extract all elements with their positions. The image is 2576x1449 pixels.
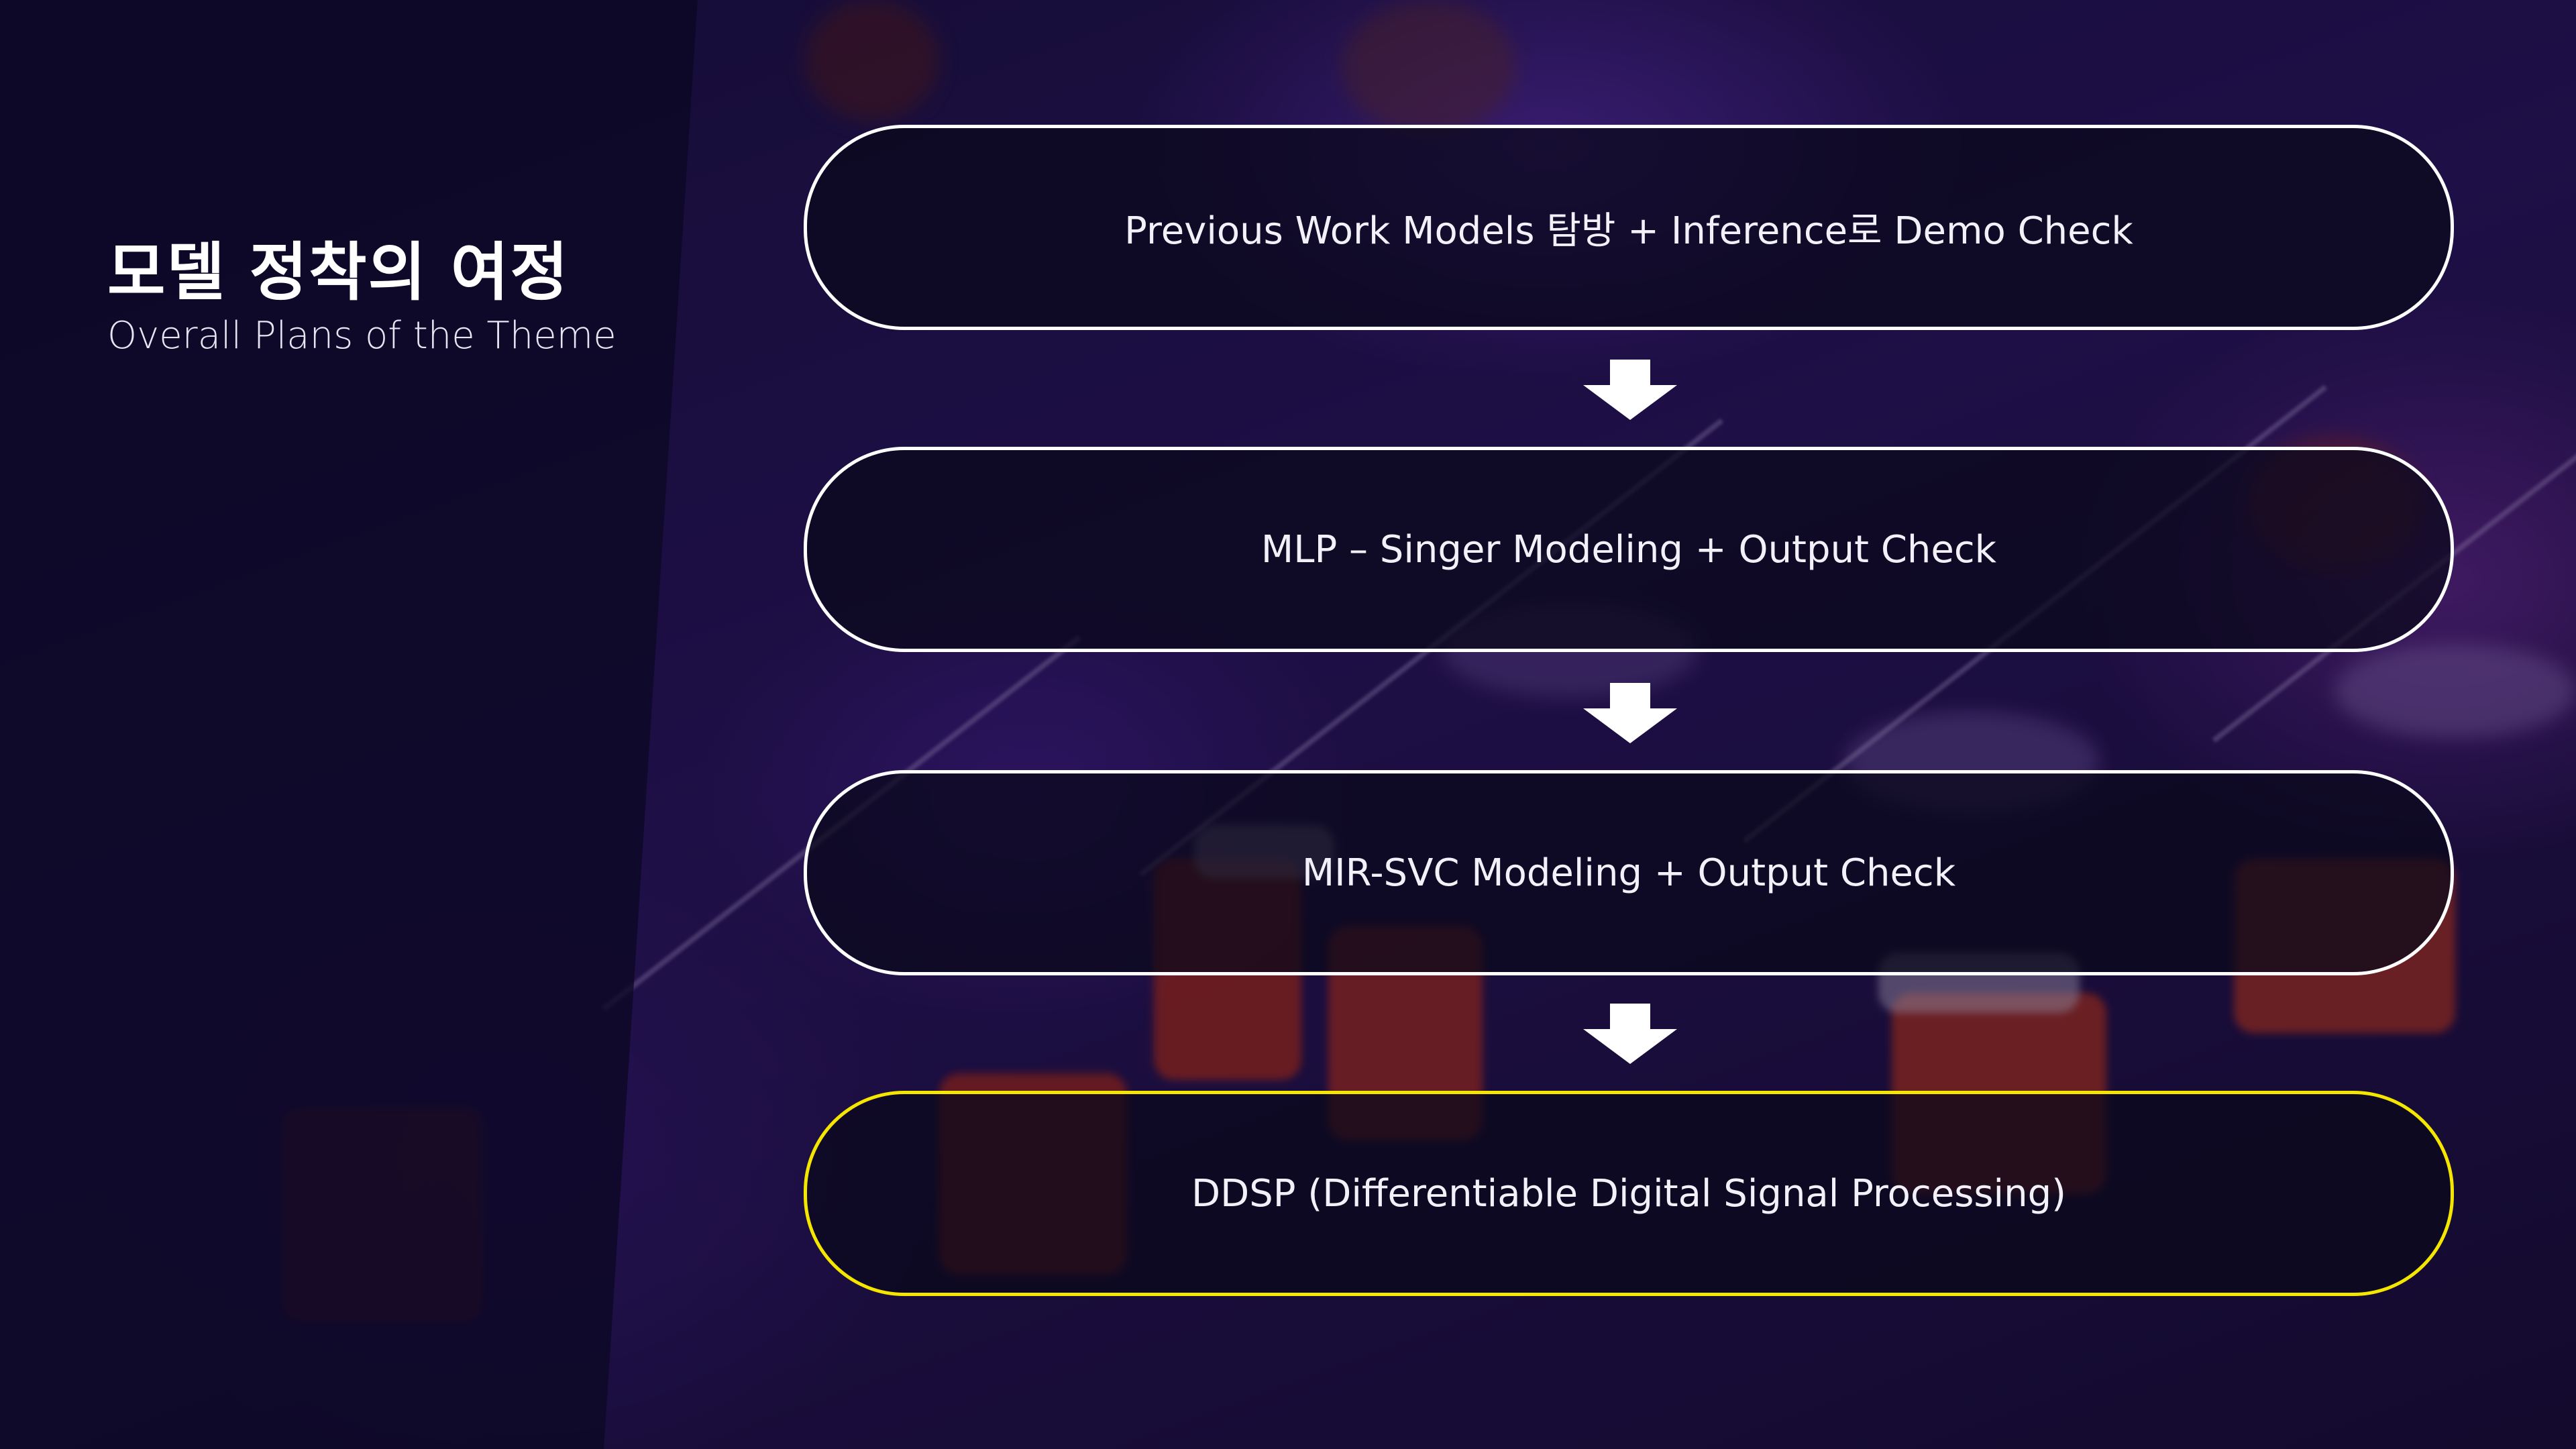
arrow-down-icon	[1583, 1004, 1677, 1064]
step-box-1: Previous Work Models 탐방 + Inference로 Dem…	[804, 125, 2454, 330]
slide-title: 모델 정착의 여정	[107, 236, 570, 309]
step-box-2: MLP – Singer Modeling + Output Check	[804, 447, 2454, 652]
title-panel	[0, 0, 698, 1449]
step-box-3: MIR-SVC Modeling + Output Check	[804, 770, 2454, 975]
step-box-4: DDSP (Differentiable Digital Signal Proc…	[804, 1091, 2454, 1296]
slide-subtitle: Overall Plans of the Theme	[107, 314, 616, 358]
arrow-down-icon	[1583, 360, 1677, 420]
step-label: MLP – Singer Modeling + Output Check	[1260, 527, 1997, 572]
step-label: DDSP (Differentiable Digital Signal Proc…	[1191, 1171, 2066, 1216]
step-label: MIR-SVC Modeling + Output Check	[1301, 851, 1956, 895]
step-label: Previous Work Models 탐방 + Inference로 Dem…	[1124, 209, 2133, 253]
arrow-down-icon	[1583, 683, 1677, 743]
